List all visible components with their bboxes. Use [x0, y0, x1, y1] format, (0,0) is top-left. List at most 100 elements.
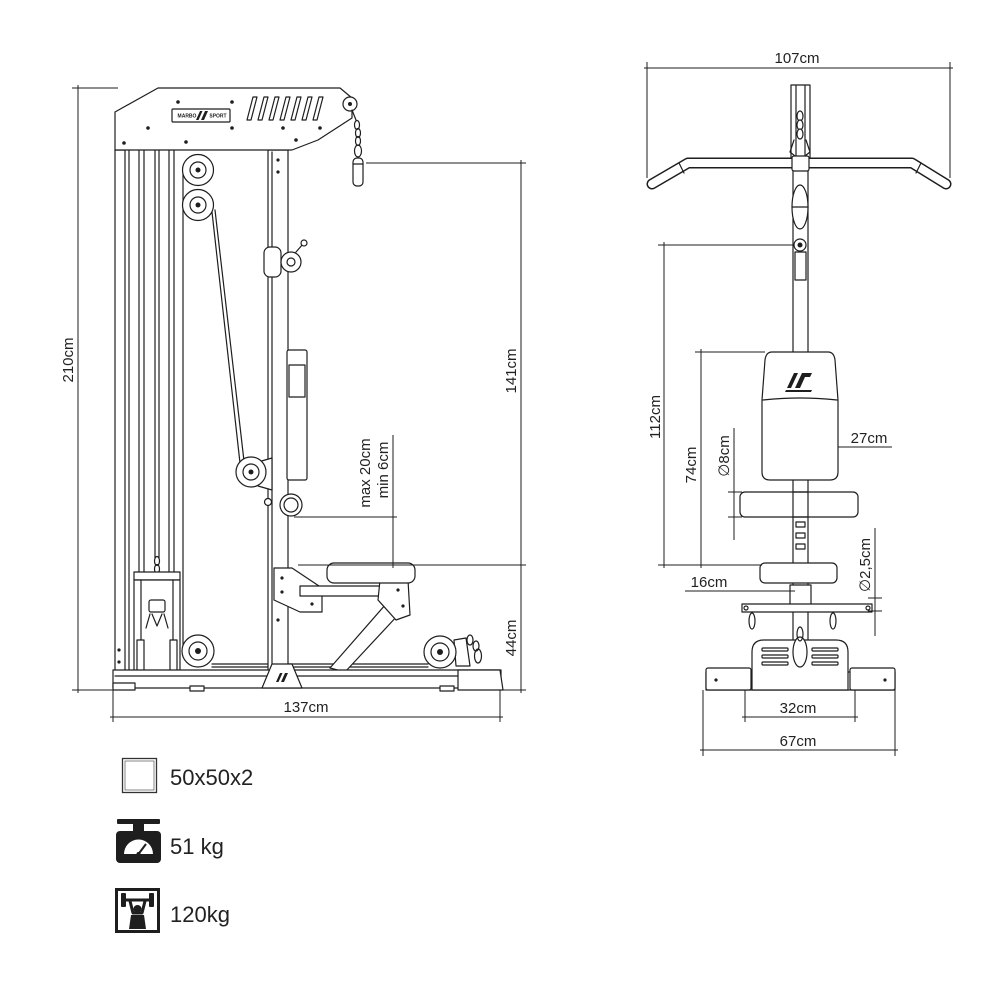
foot-block: [705, 667, 752, 691]
pulley-axle: [195, 202, 201, 208]
backrest-seam: [762, 397, 838, 401]
vent-slot: [268, 96, 280, 121]
carabiner: [145, 613, 169, 629]
gusset-emblem-icon: [276, 673, 288, 682]
lifter-arms: [128, 900, 147, 915]
pulley: [792, 636, 808, 668]
side-view-drawing: MARBO SPORT: [112, 87, 504, 692]
vent-slot: [761, 654, 789, 659]
pulley-hub: [242, 463, 260, 481]
lock-pin: [263, 497, 273, 507]
seat-diagonal-tube: [329, 603, 400, 673]
frame-bolt: [714, 678, 718, 682]
frame-bolt: [281, 126, 285, 130]
floor-pad: [189, 685, 205, 692]
head-plate: [114, 87, 353, 151]
grip-edge: [678, 162, 685, 174]
max-load-icon: [115, 888, 160, 933]
rear-post: [114, 149, 126, 689]
pin-bracket: [794, 251, 807, 281]
front-view-dimensions: 107cm 112cm 74cm ∅8cm 27cm ∅2,5cm 16cm 3…: [644, 50, 953, 756]
scale-needle-pivot: [136, 852, 141, 856]
vent-slot: [811, 661, 839, 666]
chain-link: [153, 555, 161, 567]
cable-line: [351, 109, 357, 121]
front-foot: [457, 669, 504, 691]
carabiner: [796, 626, 804, 642]
spec-max-load-value: 120kg: [170, 902, 230, 927]
brand-emblem-icon: [785, 373, 812, 392]
dimension-backrest-width: 27cm: [851, 430, 888, 447]
pulley-axle: [248, 469, 254, 475]
brand-logo-right: SPORT: [209, 114, 226, 120]
vent-slot: [811, 647, 839, 652]
adjust-hole: [795, 532, 806, 539]
adjuster-hub: [286, 257, 296, 267]
vent-slot: [761, 647, 789, 652]
frame-bolt: [276, 170, 280, 174]
brand-logo-left: MARBO: [178, 114, 197, 120]
selector-key: [148, 599, 166, 613]
frame-bolt: [294, 138, 298, 142]
scale-needle: [137, 843, 147, 855]
adjuster-bracket: [263, 246, 282, 278]
front-view-drawing: [646, 84, 952, 691]
ring-outer: [279, 493, 303, 517]
barbell-bar: [121, 898, 154, 902]
ring-inner: [283, 497, 299, 513]
dimension-tube-diameter: ∅2,5cm: [857, 538, 874, 592]
side-view-dimensions: 210cm 141cm 44cm max 20cm min 6cm 137cm: [60, 85, 526, 722]
dimension-pin-height: 112cm: [647, 395, 664, 439]
frame-bolt: [310, 602, 314, 606]
weight-plate-top: [133, 571, 181, 581]
frame-bolt: [146, 126, 150, 130]
vent-slot: [301, 96, 313, 121]
buffer-tube: [136, 639, 145, 673]
spec-weight-value: 51 kg: [170, 834, 224, 859]
frame-bolt: [276, 158, 280, 162]
leg-roller: [739, 491, 859, 518]
chain-link: [353, 119, 361, 131]
brand-logo-box: [171, 108, 231, 123]
base-beam: [112, 669, 502, 689]
frame-bolt: [117, 660, 121, 664]
icon-frame: [115, 888, 160, 933]
dimension-bar-width: 107cm: [774, 50, 819, 67]
frame-bolt: [230, 126, 234, 130]
dimension-total-height: 210cm: [60, 337, 77, 382]
pulley-hub: [189, 161, 207, 179]
bar-end: [743, 605, 749, 611]
bar-clamp: [791, 155, 810, 172]
high-pulley-handle: [351, 109, 364, 187]
plate-holder-bar: [741, 603, 873, 613]
foot-block: [849, 667, 896, 691]
middle-pulley: [235, 456, 273, 491]
top-plate: MARBO SPORT: [114, 87, 358, 151]
base-cable: [211, 663, 429, 668]
barbell-plate: [121, 893, 126, 907]
rear-foot: [112, 682, 136, 691]
frame-bolt: [122, 141, 126, 145]
square-profile-icon: [121, 757, 158, 794]
lower-pulleys: [181, 634, 483, 669]
seat-tube: [299, 585, 387, 597]
vent-slot: [312, 96, 324, 121]
lifter-head: [133, 905, 142, 913]
base-frame-side: [112, 663, 504, 692]
pulley-hub: [189, 196, 207, 214]
scale-platform: [117, 819, 160, 824]
scale-stem: [133, 824, 144, 832]
mid-pulley-front: [791, 184, 809, 230]
weight-stack: [133, 555, 181, 673]
chain-link: [796, 128, 804, 140]
seat-assembly-side: [273, 562, 416, 673]
carabiner: [748, 612, 756, 630]
pulley-axle: [195, 648, 201, 654]
backrest-adjuster: [263, 239, 308, 278]
dimension-backrest-height: 74cm: [683, 447, 700, 484]
pulley-hub: [188, 641, 208, 661]
brand-emblem-icon: [196, 111, 208, 120]
seat-front: [741, 562, 873, 630]
frame-bolt: [401, 604, 405, 608]
dimension-seat-travel-min: min 6cm: [375, 442, 392, 499]
